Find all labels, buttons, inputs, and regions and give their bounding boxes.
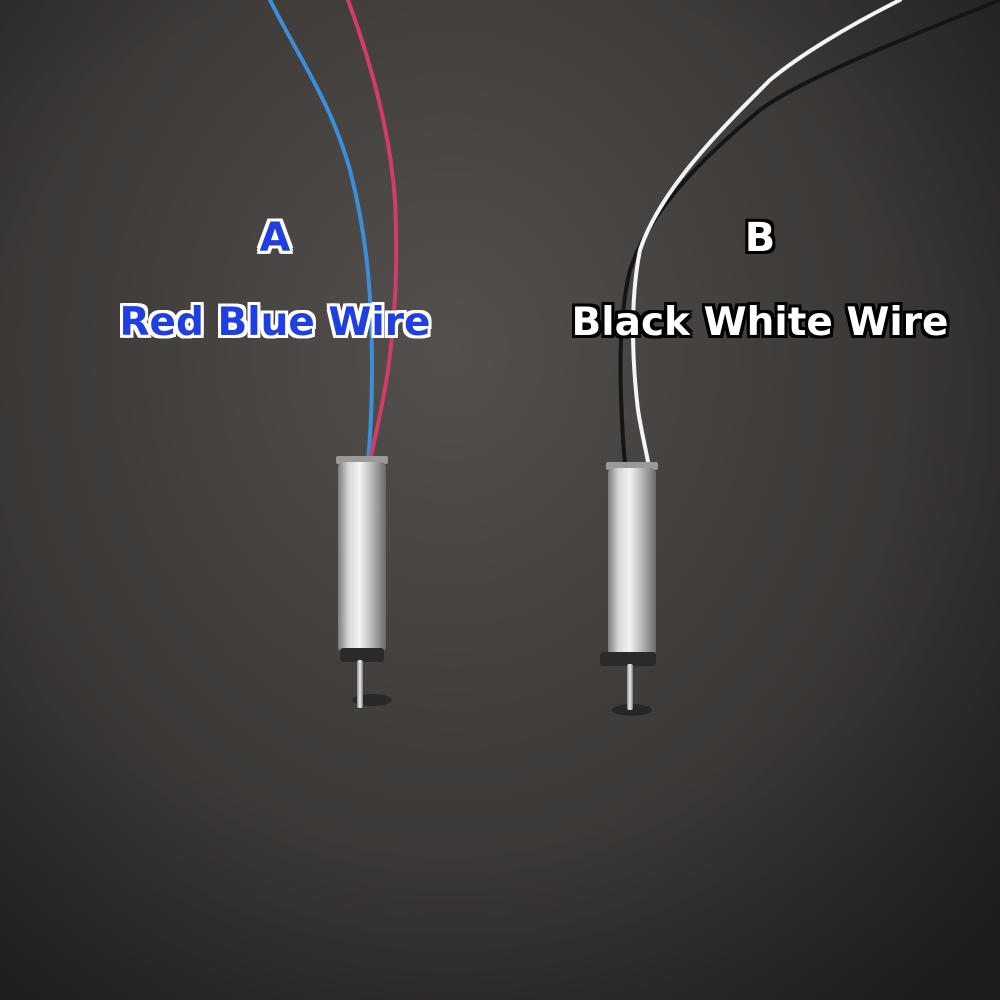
label-a-name: Red Blue Wire [119, 300, 431, 345]
motor-a [336, 456, 388, 708]
motor-b-shaft [627, 664, 633, 710]
label-b-name: Black White Wire [571, 300, 949, 345]
motor-a-end-bell [340, 648, 384, 662]
motor-b-shadow [612, 704, 652, 716]
motor-b-white-wire [631, 0, 902, 464]
label-b-letter: B [744, 215, 776, 261]
motor-b-body [608, 468, 656, 656]
motor-a-shaft [357, 660, 363, 708]
motor-a-body [338, 462, 386, 652]
label-a-letter: A [259, 215, 291, 261]
motor-b [600, 462, 658, 710]
motor-a-blue-wire [268, 0, 375, 464]
motor-a-red-wire [346, 0, 399, 464]
motor-b-end-bell [600, 652, 656, 666]
